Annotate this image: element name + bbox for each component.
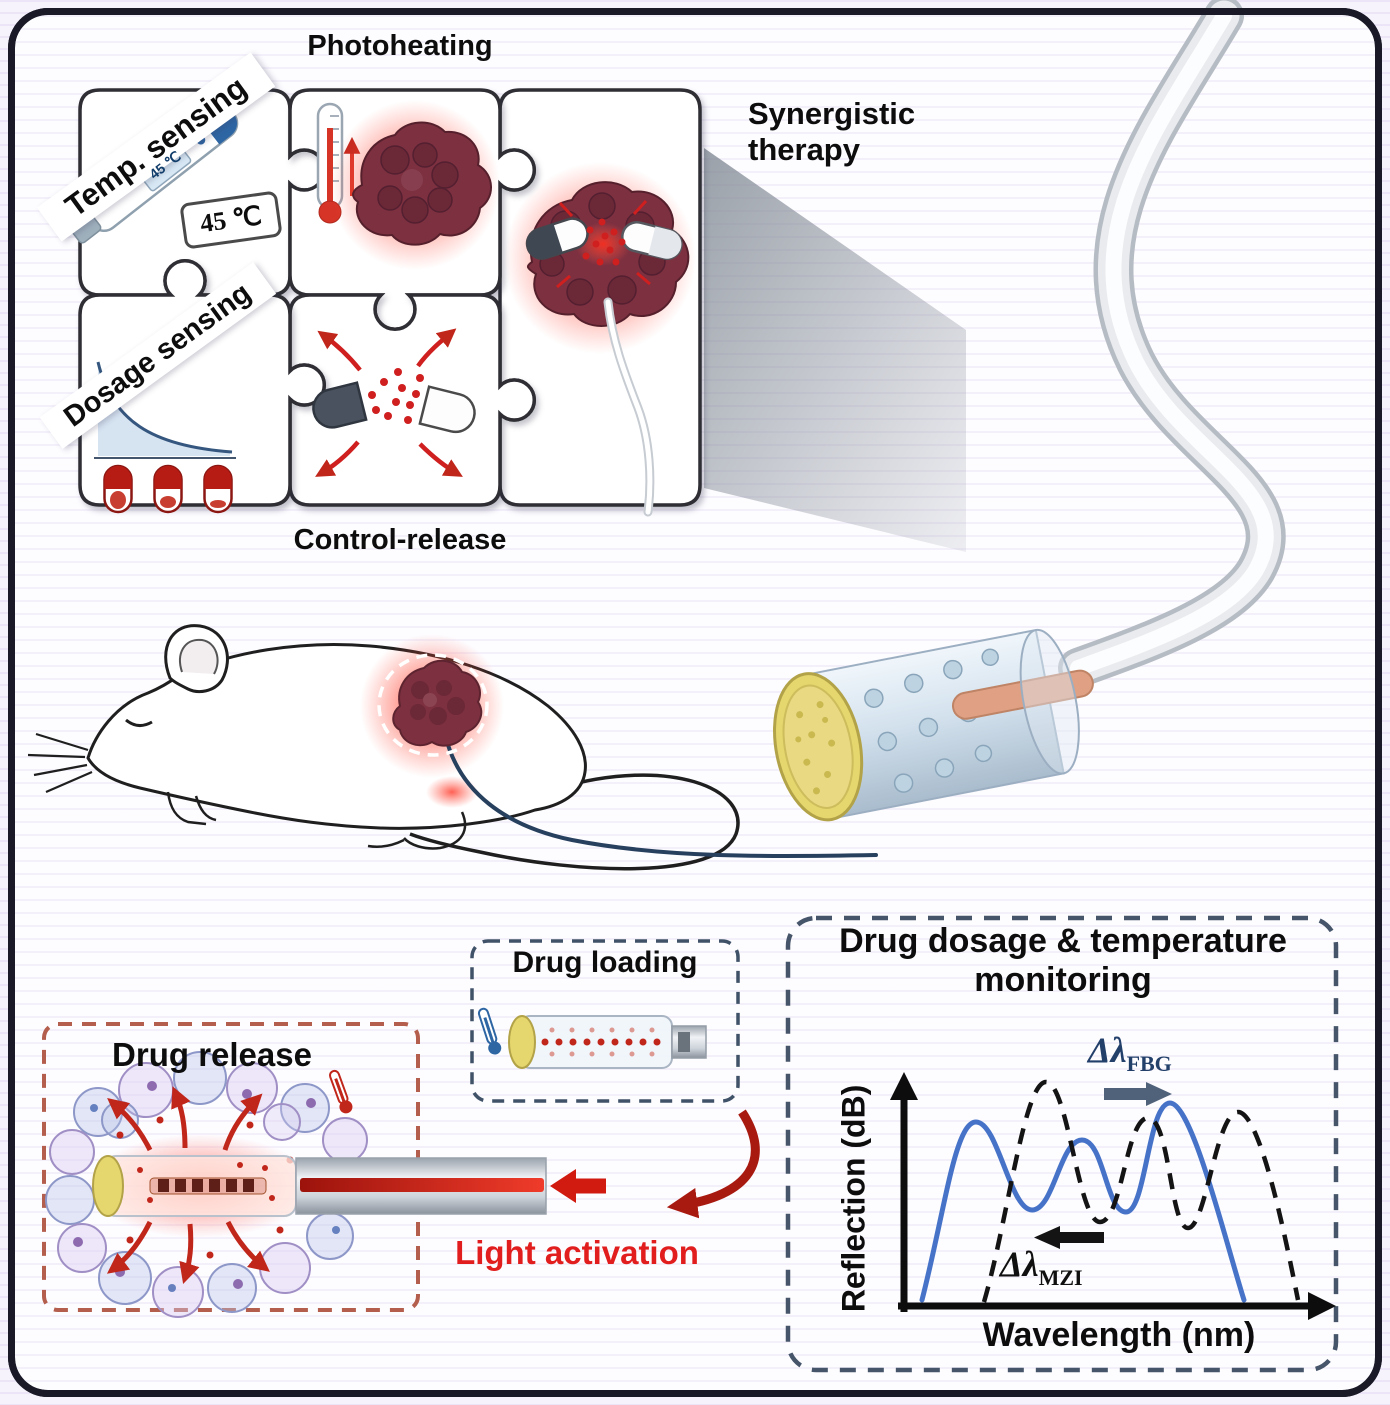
dose-pills xyxy=(103,464,233,514)
drug-capsules xyxy=(525,199,683,289)
mouse-tail xyxy=(409,773,740,871)
release-arrows xyxy=(106,1086,270,1285)
beam-triangle xyxy=(704,148,966,552)
optical-fiber-cable xyxy=(1058,0,1286,688)
mouse-legs xyxy=(166,791,467,850)
x-axis-label: Wavelength (nm) xyxy=(982,1316,1256,1354)
release-fiber xyxy=(88,1134,312,1238)
synergistic-therapy-label: Synergistic therapy xyxy=(748,96,968,167)
release-thermometer-icon xyxy=(328,1069,353,1114)
synergistic-line1: Synergistic xyxy=(748,96,916,131)
tumor-dashed-circle xyxy=(377,653,489,757)
mouse-body xyxy=(86,643,587,830)
tumor-photoheating xyxy=(330,100,500,270)
mouse-whiskers xyxy=(27,732,93,794)
monitoring-title-line2: monitoring xyxy=(974,961,1152,1000)
loading-thermometer-icon xyxy=(477,1007,502,1055)
mzi-shift-label: ΔλMZI xyxy=(1000,1244,1083,1290)
monitoring-title: Drug dosage & temperature monitoring xyxy=(796,922,1330,1000)
control-release-label: Control-release xyxy=(293,524,507,556)
y-axis-label: Reflection (dB) xyxy=(835,1084,872,1313)
spectrum-solid-curve xyxy=(919,1100,1247,1303)
monitoring-box xyxy=(785,915,1339,1373)
mouse-tumor xyxy=(360,634,878,859)
drug-loading-title: Drug loading xyxy=(512,946,698,979)
drug-release-title: Drug release xyxy=(112,1036,312,1073)
drug-loading-box xyxy=(470,939,740,1103)
fbg-shift-label: ΔλFBG xyxy=(1088,1030,1172,1076)
chart-axes xyxy=(890,1072,1336,1320)
capsule-release-icon xyxy=(312,368,476,434)
light-arrow xyxy=(550,1169,606,1203)
synergistic-line2: therapy xyxy=(748,131,860,167)
fbg-shift-arrow xyxy=(1104,1082,1172,1106)
light-beam-tube xyxy=(295,1157,547,1215)
drug-spray-arrows xyxy=(315,328,463,477)
spectrum-dashed-curve xyxy=(981,1079,1301,1303)
mzi-sub: MZI xyxy=(1038,1265,1083,1290)
mouse-eye xyxy=(125,718,153,727)
fbg-delta: Δλ xyxy=(1088,1030,1127,1070)
fbg-sub: FBG xyxy=(1126,1051,1172,1076)
mouse-fiber-lead xyxy=(444,736,878,859)
mzi-delta: Δλ xyxy=(1000,1244,1039,1284)
fiber-tip-cylinder xyxy=(773,628,1094,822)
drug-loading-fiber xyxy=(508,1015,707,1069)
transfer-arrow xyxy=(666,1109,760,1219)
drug-release-box xyxy=(42,1022,420,1312)
monitoring-title-line1: Drug dosage & temperature xyxy=(839,922,1287,960)
mzi-shift-arrow xyxy=(1034,1226,1104,1249)
photoheating-label: Photoheating xyxy=(307,30,493,62)
light-activation-label: Light activation xyxy=(455,1234,699,1271)
